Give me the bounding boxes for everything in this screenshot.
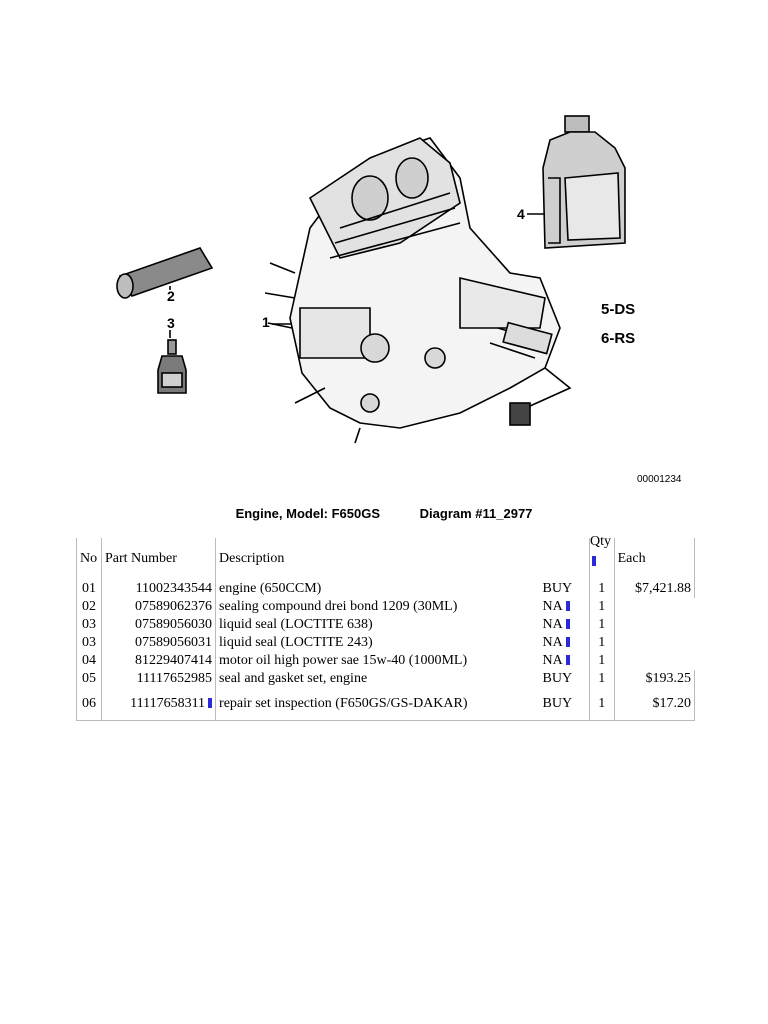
row-description: seal and gasket set, engine bbox=[215, 670, 540, 688]
row-qty: 1 bbox=[589, 634, 615, 652]
row-part-number: 11002343544 bbox=[100, 580, 216, 598]
row-status: BUY bbox=[539, 688, 590, 721]
na-info-marker-icon[interactable] bbox=[565, 637, 570, 647]
parts-table: No Part Number Description Qty Each 01 1… bbox=[76, 534, 696, 721]
row-each bbox=[613, 616, 695, 634]
row-status: BUY bbox=[540, 580, 590, 598]
na-info-marker-icon[interactable] bbox=[565, 655, 570, 665]
parts-diagram: 1 2 3 4 5-DS 6-RS 00001234 bbox=[40, 28, 744, 490]
row-qty: 1 bbox=[589, 580, 615, 598]
na-info-marker-icon[interactable] bbox=[565, 619, 570, 629]
part-info-marker-icon[interactable] bbox=[208, 698, 213, 708]
diagram-number: Diagram #11_2977 bbox=[419, 506, 533, 521]
qty-label: Qty bbox=[590, 534, 611, 549]
na-label: NA bbox=[542, 617, 563, 632]
row-no: 02 bbox=[76, 598, 102, 616]
callout-3: 3 bbox=[167, 315, 175, 331]
diagram-caption: Engine, Model: F650GS Diagram #11_2977 bbox=[0, 506, 768, 521]
table-row: 06 11117658311 repair set inspection (F6… bbox=[76, 688, 696, 721]
header-part-number: Part Number bbox=[100, 538, 216, 580]
row-description: motor oil high power sae 15w-40 (1000ML) bbox=[215, 652, 540, 670]
callout-2: 2 bbox=[167, 288, 175, 304]
header-qty: Qty bbox=[589, 534, 615, 580]
row-qty: 1 bbox=[589, 598, 615, 616]
row-description: engine (650CCM) bbox=[215, 580, 540, 598]
variant-5ds: 5-DS bbox=[601, 301, 636, 318]
engine-drawing bbox=[264, 137, 572, 444]
na-label: NA bbox=[542, 599, 563, 614]
row-description: repair set inspection (F650GS/GS-DAKAR) bbox=[215, 688, 540, 721]
row-qty: 1 bbox=[589, 688, 615, 721]
table-row: 03 07589056030 liquid seal (LOCTITE 638)… bbox=[76, 616, 695, 634]
table-row: 01 11002343544 engine (650CCM) BUY 1 $7,… bbox=[76, 580, 696, 598]
row-each bbox=[613, 652, 695, 670]
row-each bbox=[613, 598, 695, 616]
table-row: 03 07589056031 liquid seal (LOCTITE 243)… bbox=[76, 634, 695, 652]
sealant-tube-drawing bbox=[116, 247, 214, 299]
buy-link[interactable]: BUY bbox=[542, 671, 573, 686]
model-label: Engine, Model: F650GS bbox=[235, 506, 381, 521]
row-no: 06 bbox=[76, 688, 102, 721]
engine-illustration bbox=[116, 115, 626, 444]
row-no: 03 bbox=[76, 616, 102, 634]
qty-info-marker-icon[interactable] bbox=[592, 556, 596, 566]
row-description: liquid seal (LOCTITE 243) bbox=[215, 634, 540, 652]
row-part-number: 07589056031 bbox=[100, 634, 216, 652]
table-row: 02 07589062376 sealing compound drei bon… bbox=[76, 598, 695, 616]
row-part-number: 11117652985 bbox=[100, 670, 216, 688]
buy-link[interactable]: BUY bbox=[542, 581, 573, 596]
header-description: Description bbox=[215, 538, 540, 580]
image-code: 00001234 bbox=[637, 474, 682, 485]
buy-link[interactable]: BUY bbox=[542, 696, 573, 711]
na-info-marker-icon[interactable] bbox=[565, 601, 570, 611]
table-row: 04 81229407414 motor oil high power sae … bbox=[76, 652, 695, 670]
small-bottle-drawing bbox=[157, 339, 187, 394]
row-no: 03 bbox=[76, 634, 102, 652]
na-label: NA bbox=[542, 635, 563, 650]
row-status: NA bbox=[540, 652, 590, 670]
row-each bbox=[613, 634, 695, 652]
header-status bbox=[540, 538, 590, 580]
row-part-number: 11117658311 bbox=[100, 688, 216, 721]
row-qty: 1 bbox=[589, 670, 615, 688]
callout-1: 1 bbox=[262, 314, 270, 330]
row-each: $193.25 bbox=[613, 670, 696, 688]
row-qty: 1 bbox=[589, 616, 615, 634]
variant-6rs: 6-RS bbox=[601, 330, 636, 347]
row-qty: 1 bbox=[589, 652, 615, 670]
row-part-number: 07589062376 bbox=[100, 598, 216, 616]
row-no: 05 bbox=[76, 670, 102, 688]
row-status: NA bbox=[540, 598, 590, 616]
header-each: Each bbox=[613, 538, 696, 580]
callout-4: 4 bbox=[517, 206, 525, 222]
row-part-number: 07589056030 bbox=[100, 616, 216, 634]
row-description: sealing compound drei bond 1209 (30ML) bbox=[215, 598, 540, 616]
row-status: BUY bbox=[540, 670, 590, 688]
na-label: NA bbox=[542, 653, 563, 668]
row-status: NA bbox=[540, 616, 590, 634]
row-part-number: 81229407414 bbox=[100, 652, 216, 670]
row-no: 01 bbox=[76, 580, 102, 598]
row-no: 04 bbox=[76, 652, 102, 670]
header-no: No bbox=[76, 538, 102, 580]
oil-bottle-drawing bbox=[542, 115, 626, 249]
row-each: $17.20 bbox=[613, 688, 696, 721]
table-row: 05 11117652985 seal and gasket set, engi… bbox=[76, 670, 696, 688]
row-description: liquid seal (LOCTITE 638) bbox=[215, 616, 540, 634]
table-header-row: No Part Number Description Qty Each bbox=[76, 534, 696, 580]
row-each: $7,421.88 bbox=[613, 580, 696, 598]
row-status: NA bbox=[540, 634, 590, 652]
